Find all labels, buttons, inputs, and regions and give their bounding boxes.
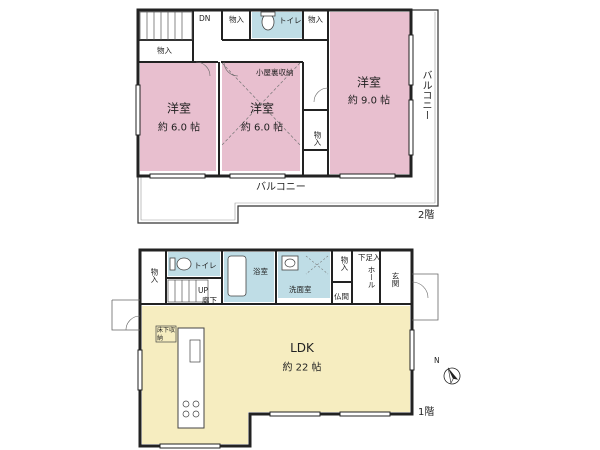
sink-icon (281, 255, 329, 275)
ldk-area (142, 306, 410, 444)
door-swing-icon (411, 281, 429, 299)
stair-icon (167, 279, 209, 303)
washroom-label: 洗面室 (289, 285, 312, 294)
down-mark: DN (199, 14, 211, 23)
attic-storage-label: 小屋裏収納 (256, 68, 294, 77)
closet-label: 物入 (340, 256, 349, 271)
room-name: 洋室 (356, 75, 382, 90)
closet-label: 物入 (150, 268, 159, 283)
attic-storage (222, 63, 300, 81)
stair-icon (139, 11, 193, 41)
hall-label: ホール (367, 266, 376, 289)
balcony-label: バルコニー (256, 182, 306, 193)
closet-label: 物入 (313, 131, 322, 146)
floor-label: 2階 (418, 210, 435, 221)
balcony-outline (137, 9, 439, 224)
balcony-label: バルコニー (420, 70, 431, 120)
ldk-name: LDK (290, 341, 314, 355)
entry-porch-right (412, 273, 439, 321)
door-swing-icon (125, 315, 141, 331)
bedroom-left (140, 63, 216, 171)
closet-label: 物入 (229, 15, 244, 24)
underfloor-storage-label: 床下収納 (157, 327, 176, 342)
first-floor (111, 248, 461, 449)
floor1-windows (137, 329, 415, 449)
toilet-label: トイレ (279, 16, 302, 25)
entry-porch-left (111, 299, 140, 331)
shoe-storage-label: 下足入 (358, 253, 381, 262)
kitchen-counter-icon (177, 327, 205, 429)
attic-cross-b (221, 62, 301, 146)
butsuma-label: 仏間 (334, 292, 349, 301)
north-arrow-icon (443, 367, 461, 385)
toilet-icon (169, 257, 192, 271)
closet-label: 物入 (308, 15, 323, 24)
up-mark: UP (198, 286, 209, 295)
room-name: 洋室 (166, 101, 192, 116)
bathtub-icon (227, 255, 247, 297)
toilet-icon (260, 11, 276, 31)
bath-label: 浴室 (253, 267, 268, 276)
floor-label: 1階 (418, 407, 435, 418)
door-swing-icon (195, 61, 329, 103)
toilet-room-2f (252, 12, 302, 38)
room-area: 約 6.0 帖 (157, 122, 201, 134)
floor2-windows (135, 34, 414, 179)
room-area: 約 6.0 帖 (240, 122, 284, 134)
bedroom-right (330, 12, 410, 174)
second-floor (135, 8, 439, 224)
entrance-label: 玄関 (391, 272, 400, 287)
north-label: N (434, 356, 440, 365)
ldk-area: 約 22 帖 (282, 362, 322, 374)
floor1-inner-walls (140, 250, 412, 305)
toilet-label: トイレ (194, 261, 217, 270)
corridor-label: 廊下 (202, 296, 217, 305)
closet-label: 物入 (157, 46, 172, 55)
floor1-outer-wall (138, 248, 414, 448)
underfloor-storage-box (155, 325, 177, 343)
balcony-inner (140, 12, 436, 221)
room-area: 約 9.0 帖 (347, 95, 391, 107)
room-name: 洋室 (249, 101, 275, 116)
